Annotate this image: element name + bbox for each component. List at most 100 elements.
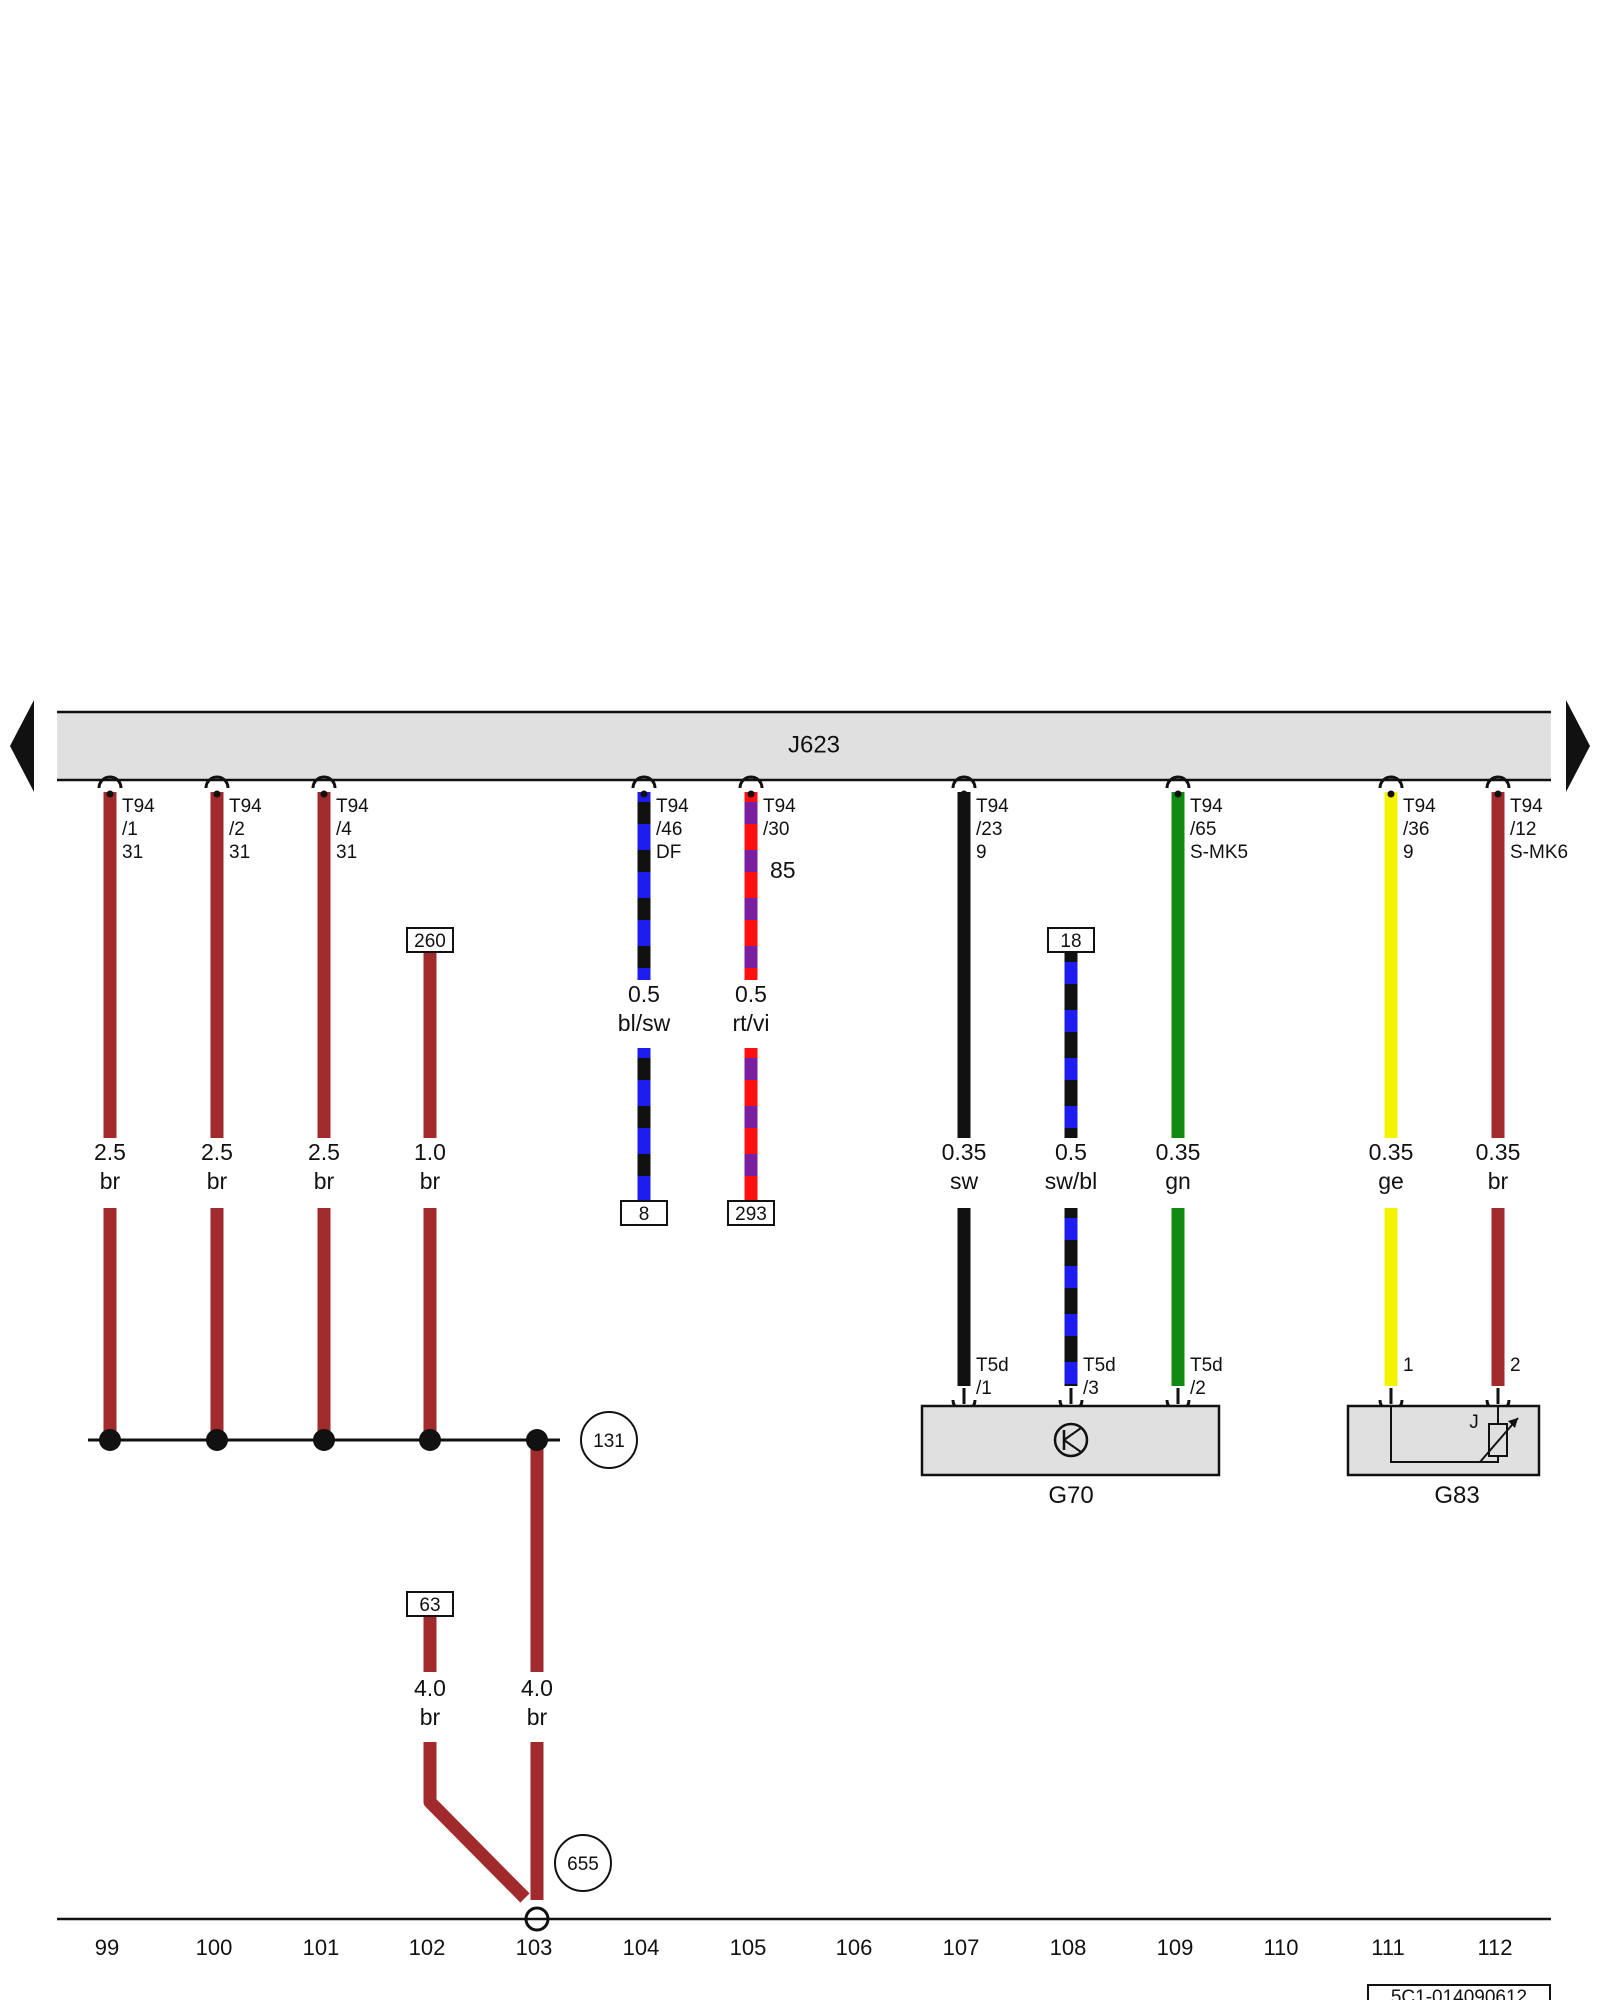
component-pin-label-107: T5d [976,1355,1009,1376]
ground-point-655-label: 655 [567,1854,599,1875]
column-number: 102 [409,1935,446,1960]
component-pin-label-112: 2 [1510,1355,1521,1376]
pin-label-109: /65 [1190,819,1216,840]
wire-color-101: br [314,1168,335,1194]
wire-gauge-104: 0.5 [628,981,660,1007]
ref-box-63-label: 63 [419,1595,440,1616]
wire-gauge-100: 2.5 [201,1139,233,1165]
pin-terminal-105 [738,775,764,789]
pin-label-109: S-MK5 [1190,842,1248,863]
footer-code-box [1367,1984,1551,2000]
column-number: 101 [303,1935,340,1960]
wire-gauge-ground-103: 4.0 [521,1675,553,1701]
control-unit-label: J623 [788,731,840,758]
pin-label-104: T94 [656,796,689,817]
wire-color-107: sw [950,1168,979,1194]
pin-terminal-101 [311,775,337,789]
column-number: 100 [196,1935,233,1960]
ref-box-63 [406,1591,454,1617]
component-label-g83: G83 [1434,1482,1479,1509]
labels-layer: J623T94/1312.5brT94/2312.5brT94/4312.5br… [94,731,1568,2000]
ground-point-131-label: 131 [593,1431,625,1452]
ref-box-260 [406,927,454,953]
pin-label-107: 9 [976,842,987,863]
pin-label-112: S-MK6 [1510,842,1568,863]
wire-color-105: rt/vi [732,1010,769,1036]
ground-point-655 [554,1834,612,1892]
pin-terminal-112-dot [1494,790,1502,798]
splice-dot-103 [526,1429,548,1451]
page-prev-arrow-icon[interactable] [10,700,34,792]
wire-gauge-101: 2.5 [308,1139,340,1165]
column-number: 105 [730,1935,767,1960]
wires-layer [103,792,1505,1903]
pin-terminal-99-dot [106,790,114,798]
component-pin-label-108: T5d [1083,1355,1116,1376]
column-number: 112 [1477,1935,1512,1960]
component-g83 [1346,1404,1541,1477]
column-number: 111 [1371,1935,1404,1960]
ref-box-293-label: 293 [735,1204,767,1225]
pin-terminal-100-dot [213,790,221,798]
pin-label-112: T94 [1510,796,1543,817]
column-number: 106 [836,1935,873,1960]
column-number: 99 [95,1935,119,1960]
pin-label-105: /30 [763,819,789,840]
pin-terminal-99 [97,775,123,789]
ground-point-131 [580,1411,638,1469]
wire-color-111: ge [1378,1168,1404,1194]
page-next-arrow-icon[interactable] [1566,700,1590,792]
pin-label-111: /36 [1403,819,1429,840]
column-number: 103 [516,1935,553,1960]
pin-label-111: T94 [1403,796,1436,817]
pin-label-99: /1 [122,819,138,840]
component-g70 [920,1404,1221,1477]
thermistor-icon-arrow [1479,1417,1519,1463]
pin-label-100: /2 [229,819,245,840]
pin-label-101: 31 [336,842,357,863]
thermistor-inner-label: J [1469,1412,1479,1433]
pin-label-101: /4 [336,819,352,840]
sensor-transistor-icon-emitter [1063,1439,1082,1453]
wire-gauge-111: 0.35 [1369,1139,1414,1165]
pin-terminal-100 [204,775,230,789]
pin-terminal-109-dot [1174,790,1182,798]
wire-color-102: br [420,1168,441,1194]
pin-terminal-107-dot [960,790,968,798]
pin-label-101: T94 [336,796,369,817]
side-label-105: 85 [770,857,796,883]
component-label-g70: G70 [1048,1482,1093,1509]
wire-color-ground-103: br [527,1704,548,1730]
component-pin-label-111: 1 [1403,1355,1414,1376]
wire-gauge-109: 0.35 [1156,1139,1201,1165]
pin-terminal-104 [631,775,657,789]
wire-gauge-112: 0.35 [1476,1139,1521,1165]
pin-label-104: /46 [656,819,682,840]
wire-color-100: br [207,1168,228,1194]
pin-label-100: T94 [229,796,262,817]
pin-terminal-111-dot [1387,790,1395,798]
column-number: 107 [943,1935,980,1960]
wire-color-108: sw/bl [1045,1168,1097,1194]
ref-box-18 [1047,927,1095,953]
pin-terminal-111 [1378,775,1404,789]
pin-label-104: DF [656,842,681,863]
column-number: 104 [623,1935,660,1960]
wire-color-109: gn [1165,1168,1191,1194]
column-number: 109 [1157,1935,1194,1960]
wire-gauge-108: 0.5 [1055,1139,1087,1165]
pin-label-107: T94 [976,796,1009,817]
pin-label-100: 31 [229,842,250,863]
pin-terminal-107 [951,775,977,789]
pin-label-109: T94 [1190,796,1223,817]
column-number: 108 [1050,1935,1087,1960]
pin-label-111: 9 [1403,842,1414,863]
wire-gauge-102: 1.0 [414,1139,446,1165]
wire-gauge-ground-102: 4.0 [414,1675,446,1701]
control-unit-j623 [57,712,1551,780]
pin-terminal-101-dot [320,790,328,798]
pin-terminal-109 [1165,775,1191,789]
component-pin-label-109: /2 [1190,1378,1206,1399]
ref-box-8 [620,1200,668,1226]
